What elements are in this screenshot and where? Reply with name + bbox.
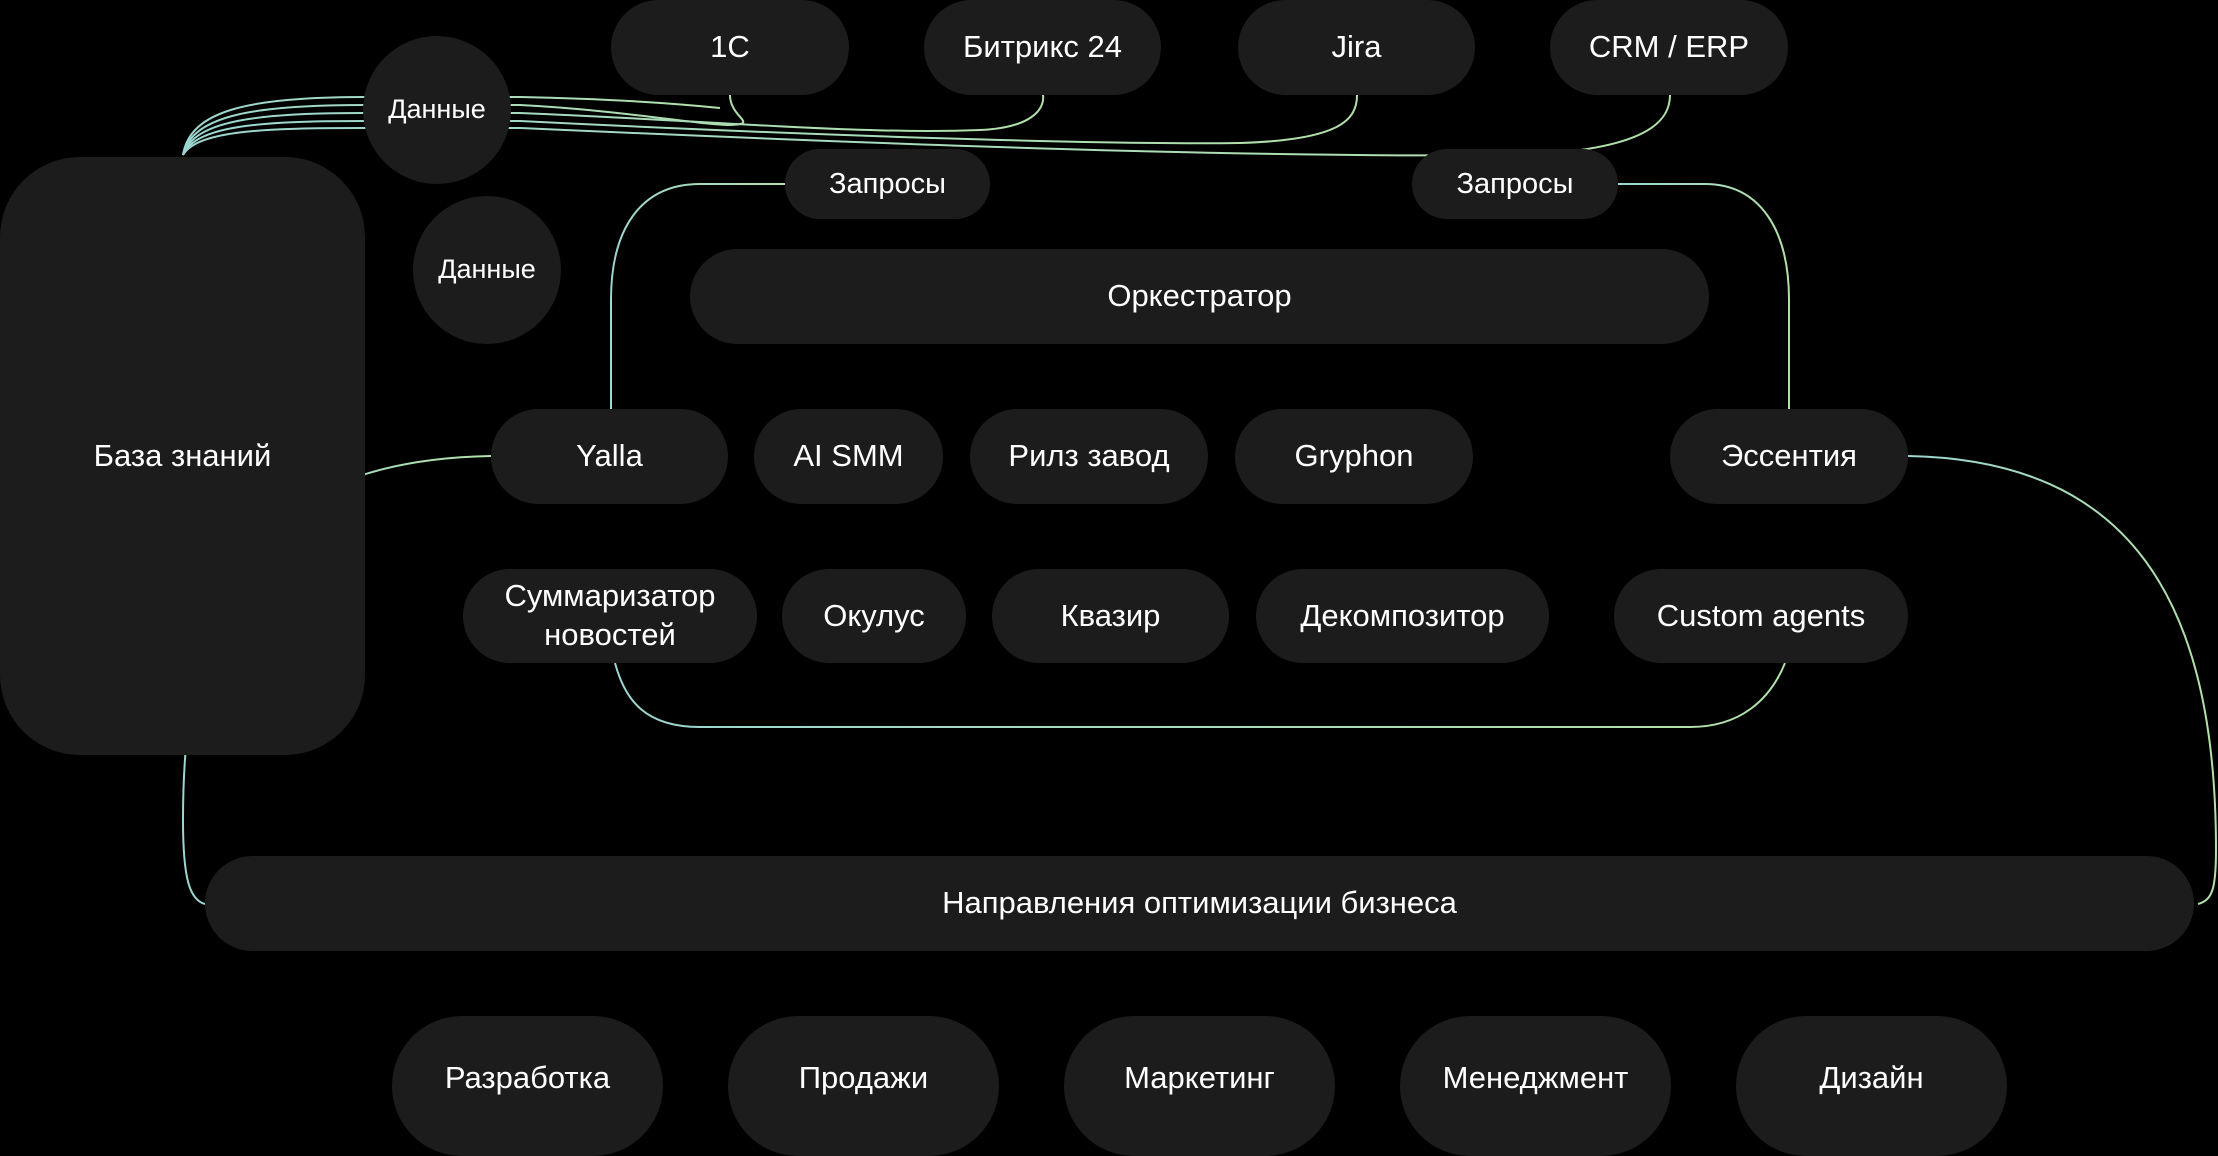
department-label: Продажи (798, 1059, 929, 1095)
agent-custom-agents[interactable]: Custom agents (1614, 569, 1908, 663)
department-label: Разработка (444, 1059, 611, 1095)
requests-label: Запросы (1456, 167, 1574, 200)
source-crm-erp[interactable]: CRM / ERP (1550, 0, 1788, 95)
agent-label: Суммаризатор новостей (504, 578, 716, 652)
business-directions-label: Направления оптимизации бизнеса (942, 885, 1457, 921)
department-management[interactable]: Менеджмент (1400, 1016, 1671, 1156)
agent-label: Декомпозитор (1300, 597, 1505, 633)
data-node-2[interactable]: Данные (413, 196, 561, 344)
department-label: Менеджмент (1442, 1059, 1629, 1095)
source-label: CRM / ERP (1588, 29, 1750, 65)
department-label: Дизайн (1819, 1059, 1924, 1095)
agent-gryphon[interactable]: Gryphon (1235, 409, 1473, 504)
department-label: Маркетинг (1124, 1059, 1275, 1095)
agent-kvasir[interactable]: Квазир (992, 569, 1229, 663)
agent-label: Квазир (1060, 597, 1161, 633)
requests-node-2[interactable]: Запросы (1412, 149, 1618, 219)
requests-label: Запросы (829, 167, 946, 200)
agent-news-summarizer[interactable]: Суммаризатор новостей (463, 569, 757, 663)
agent-yalla[interactable]: Yalla (491, 409, 728, 504)
agent-essentia[interactable]: Эссентия (1670, 409, 1908, 504)
data-node-label: Данные (388, 94, 486, 125)
source-1c[interactable]: 1C (611, 0, 849, 95)
agent-ai-smm[interactable]: AI SMM (754, 409, 943, 504)
business-directions[interactable]: Направления оптимизации бизнеса (205, 856, 2194, 951)
agent-label: Custom agents (1656, 597, 1866, 633)
source-label: Jira (1331, 29, 1382, 65)
department-sales[interactable]: Продажи (728, 1016, 999, 1156)
data-node-label: Данные (438, 254, 536, 285)
data-node-1[interactable]: Данные (363, 36, 511, 184)
source-label: Битрикс 24 (963, 29, 1122, 65)
agent-label: AI SMM (793, 438, 904, 474)
requests-node-1[interactable]: Запросы (785, 149, 990, 219)
agent-label: Gryphon (1294, 438, 1414, 474)
source-jira[interactable]: Jira (1238, 0, 1475, 95)
knowledge-base[interactable]: База знаний (0, 157, 365, 755)
agent-decomposer[interactable]: Декомпозитор (1256, 569, 1549, 663)
agent-label: Окулус (823, 597, 925, 633)
orchestrator[interactable]: Оркестратор (690, 249, 1709, 344)
knowledge-base-label: База знаний (93, 437, 272, 473)
agent-label: Эссентия (1721, 438, 1857, 474)
agent-reels-factory[interactable]: Рилз завод (970, 409, 1208, 504)
department-development[interactable]: Разработка (392, 1016, 663, 1156)
source-bitrix24[interactable]: Битрикс 24 (924, 0, 1161, 95)
source-label: 1C (710, 29, 750, 65)
department-design[interactable]: Дизайн (1736, 1016, 2007, 1156)
agent-okulus[interactable]: Окулус (782, 569, 966, 663)
department-marketing[interactable]: Маркетинг (1064, 1016, 1335, 1156)
agent-label: Рилз завод (1008, 438, 1170, 474)
orchestrator-label: Оркестратор (1107, 278, 1292, 314)
agent-label: Yalla (576, 438, 643, 474)
